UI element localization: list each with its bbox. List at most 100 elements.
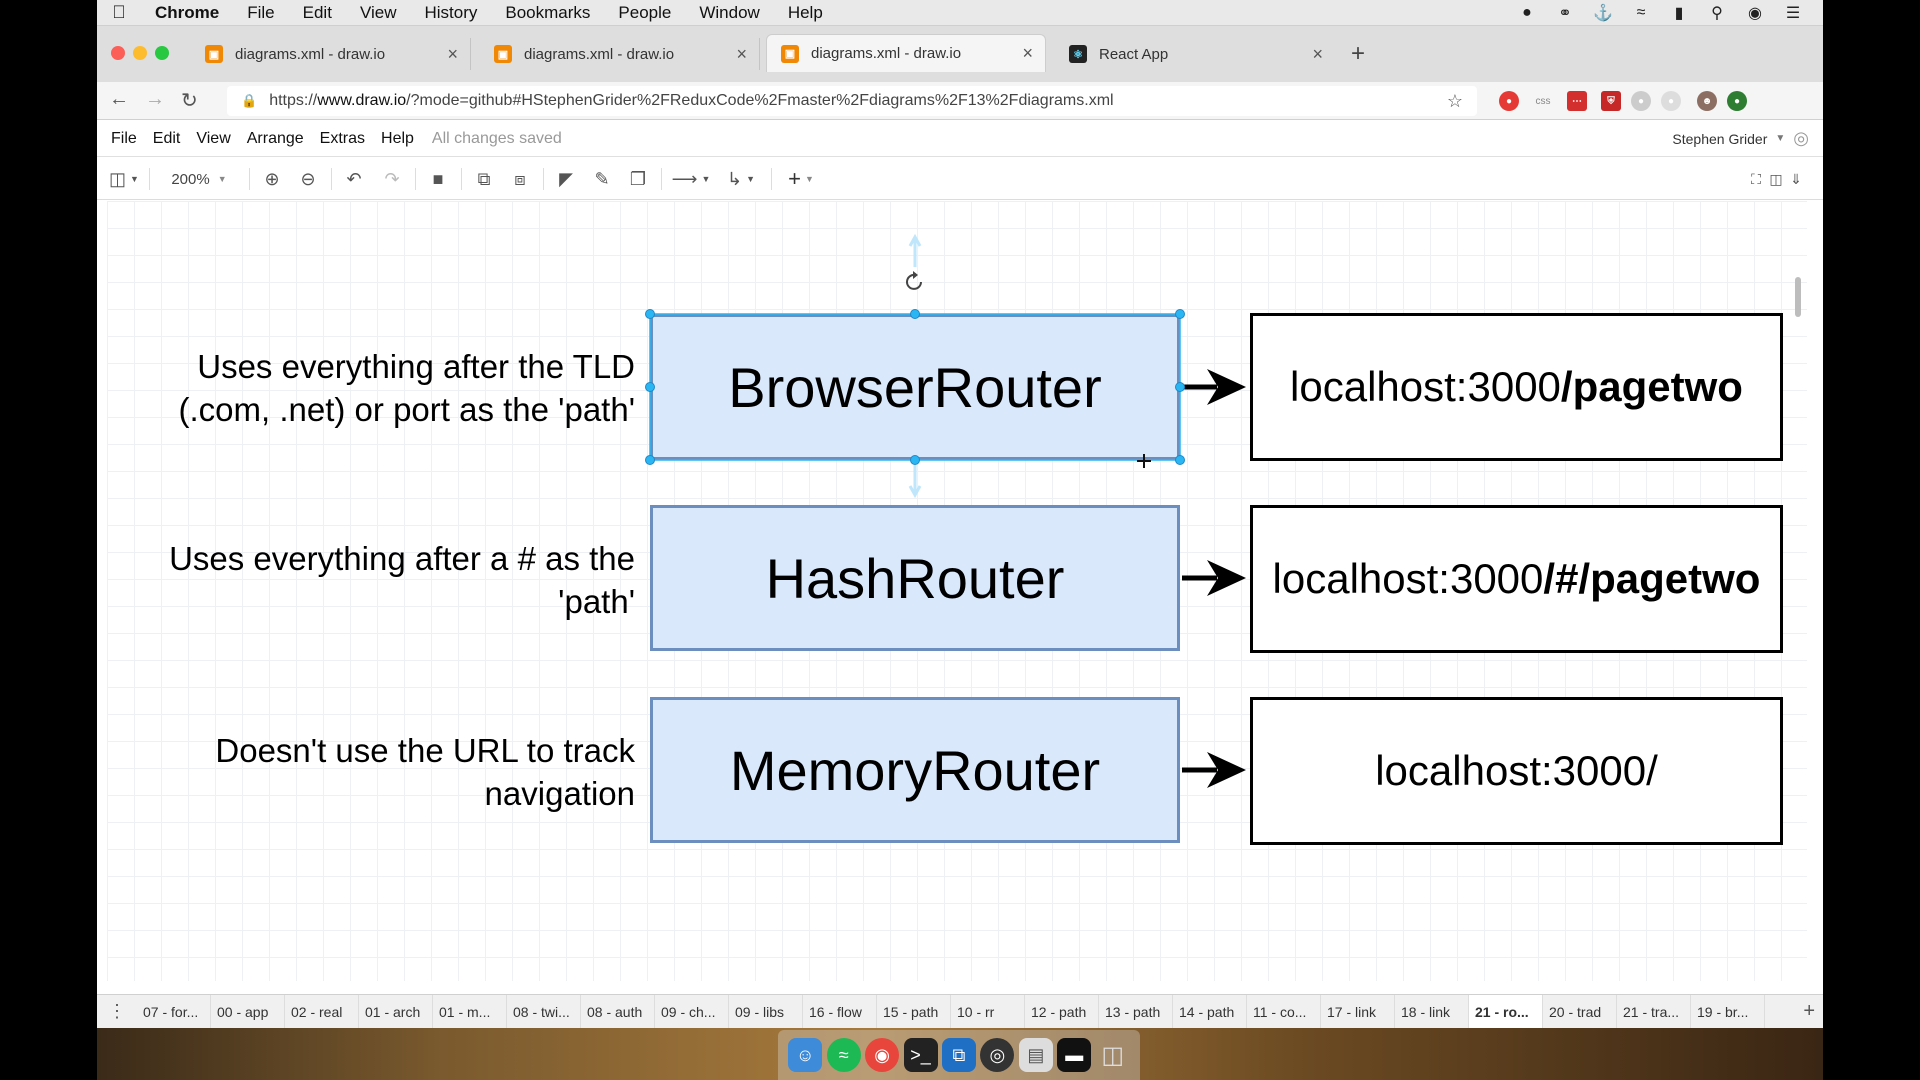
globe-icon[interactable]: ◎ <box>1793 128 1809 148</box>
docker-icon[interactable]: ⚓ <box>1593 5 1613 22</box>
add-page-icon[interactable]: + <box>1803 1000 1815 1022</box>
arrow-memoryrouter[interactable] <box>1182 752 1246 788</box>
resize-handle-s[interactable] <box>910 455 920 465</box>
zoom-out-icon[interactable]: ⊖ <box>300 168 316 189</box>
extension-red-icon[interactable]: ● <box>1499 91 1519 111</box>
memoryrouter-description[interactable]: Doesn't use the URL to track navigation <box>107 729 635 815</box>
delete-icon[interactable]: ■ <box>432 168 444 189</box>
close-tab-icon[interactable]: × <box>1312 43 1323 64</box>
page-tab[interactable]: 00 - app <box>211 994 285 1028</box>
bookmark-star-icon[interactable]: ☆ <box>1446 90 1463 111</box>
page-tab[interactable]: 14 - path <box>1173 994 1247 1028</box>
browserrouter-description[interactable]: Uses everything after the TLD (.com, .ne… <box>107 345 635 431</box>
extension-css-icon[interactable]: css <box>1535 95 1551 107</box>
finder-icon[interactable]: ☺ <box>788 1038 823 1072</box>
new-tab-button[interactable]: + <box>1351 40 1366 67</box>
hashrouter-url-box[interactable]: localhost:3000/#/pagetwo <box>1250 505 1783 653</box>
page-tab[interactable]: 09 - ch... <box>655 994 729 1028</box>
line-color-icon[interactable]: ✎ <box>594 168 610 189</box>
page-tab[interactable]: 21 - tra... <box>1617 994 1691 1028</box>
resize-handle-ne[interactable] <box>1175 309 1185 319</box>
spotify-icon[interactable]: ≈ <box>826 1038 861 1072</box>
menubar-view[interactable]: View <box>359 2 397 22</box>
close-tab-icon[interactable]: × <box>736 43 747 64</box>
battery-icon[interactable]: ▮ <box>1674 5 1684 22</box>
menubar-file[interactable]: File <box>247 2 275 22</box>
fullscreen-icon[interactable]: ⛶ <box>1751 170 1761 187</box>
browser-tab-3-active[interactable]: ▣ diagrams.xml - draw.io × <box>766 34 1046 72</box>
menubar-bookmarks[interactable]: Bookmarks <box>505 2 591 22</box>
connection-style-icon[interactable]: ⟶▼ <box>671 168 711 189</box>
page-tab[interactable]: 01 - m... <box>433 994 507 1028</box>
record-icon[interactable]: ● <box>1522 4 1532 21</box>
hashrouter-box[interactable]: HashRouter <box>650 505 1180 651</box>
zoom-in-icon[interactable]: ⊕ <box>264 168 280 189</box>
hashrouter-description[interactable]: Uses everything after a # as the 'path' <box>107 537 635 623</box>
format-toggle-icon[interactable]: ◫ <box>1769 170 1783 187</box>
page-tab[interactable]: 09 - libs <box>729 994 803 1028</box>
extension-lastpass-icon[interactable]: ⋯ <box>1567 91 1587 111</box>
chevron-down-icon[interactable]: ▼ <box>1775 133 1786 144</box>
page-tab[interactable]: 16 - flow <box>803 994 877 1028</box>
undo-icon[interactable]: ↶ <box>346 168 362 189</box>
glasses-icon[interactable]: ⚭ <box>1558 5 1572 22</box>
close-tab-icon[interactable]: × <box>447 43 458 64</box>
obs-icon[interactable]: ◎ <box>980 1038 1015 1072</box>
page-tab[interactable]: 15 - path <box>877 994 951 1028</box>
trash-icon[interactable]: ◫ <box>1101 1041 1125 1069</box>
resize-handle-w[interactable] <box>645 382 655 392</box>
hover-arrow-down-icon[interactable] <box>908 465 922 499</box>
resize-handle-nw[interactable] <box>645 309 655 319</box>
close-window-button[interactable] <box>111 46 125 60</box>
notification-center-icon[interactable]: ☰ <box>1785 5 1801 22</box>
page-tab[interactable]: 13 - path <box>1099 994 1173 1028</box>
maximize-window-button[interactable] <box>155 46 169 60</box>
vscode-icon[interactable]: ⧉ <box>941 1038 976 1072</box>
siri-icon[interactable]: ◉ <box>1748 5 1762 22</box>
zoom-select[interactable]: 200%▼ <box>171 170 227 188</box>
collapse-chevron-icon[interactable]: ⇓ <box>1790 170 1802 187</box>
vertical-scrollbar[interactable] <box>1795 277 1801 317</box>
drawio-menu-file[interactable]: File <box>111 129 137 147</box>
drawio-menu-edit[interactable]: Edit <box>152 129 181 147</box>
arrow-hashrouter[interactable] <box>1182 560 1246 596</box>
page-tab[interactable]: 19 - br... <box>1691 994 1765 1028</box>
close-tab-icon[interactable]: × <box>1022 43 1033 63</box>
page-tab[interactable]: 20 - trad <box>1543 994 1617 1028</box>
wifi-icon[interactable]: ≈ <box>1636 4 1646 21</box>
page-tab[interactable]: 10 - rr <box>951 994 1025 1028</box>
page-tab[interactable]: 02 - real <box>285 994 359 1028</box>
page-tab[interactable]: 11 - co... <box>1247 994 1321 1028</box>
page-tab[interactable]: 21 - ro... <box>1469 994 1543 1028</box>
page-tab[interactable]: 18 - link <box>1395 994 1469 1028</box>
extension-grey-icon[interactable]: ● <box>1631 91 1651 111</box>
profile-avatar[interactable]: ☻ <box>1697 91 1717 111</box>
hover-arrow-up-icon[interactable] <box>908 233 922 267</box>
apple-icon[interactable]:  <box>97 2 141 23</box>
extension-green-icon[interactable]: ● <box>1727 91 1747 111</box>
minimize-window-button[interactable] <box>133 46 147 60</box>
chrome-icon[interactable]: ◉ <box>865 1038 900 1072</box>
spotlight-search-icon[interactable]: ⚲ <box>1711 5 1723 22</box>
page-tab[interactable]: 12 - path <box>1025 994 1099 1028</box>
browser-tab-4[interactable]: ⚛ React App × <box>1055 38 1335 70</box>
format-panel-icon[interactable]: ◫ ▼ <box>109 168 139 189</box>
forward-arrow-icon[interactable]: → <box>145 88 165 110</box>
page-tab[interactable]: 08 - twi... <box>507 994 581 1028</box>
to-back-icon[interactable]: ⧈ <box>514 168 526 189</box>
menubar-history[interactable]: History <box>424 2 478 22</box>
page-tab[interactable]: 17 - link <box>1321 994 1395 1028</box>
drawio-menu-arrange[interactable]: Arrange <box>246 129 304 147</box>
diagram-canvas[interactable]: Uses everything after the TLD (.com, .ne… <box>107 201 1807 981</box>
extension-light-icon[interactable]: ● <box>1661 91 1681 111</box>
drawio-menu-extras[interactable]: Extras <box>319 129 366 147</box>
address-bar[interactable]: 🔒 https://www.draw.io/?mode=github#HStep… <box>227 86 1477 116</box>
waypoints-icon[interactable]: ↳▼ <box>726 168 755 189</box>
insert-plus-icon[interactable]: +▼ <box>788 166 814 191</box>
fill-color-icon[interactable]: ◤ <box>559 168 573 189</box>
back-arrow-icon[interactable]: ← <box>109 88 129 110</box>
page-tab[interactable]: 01 - arch <box>359 994 433 1028</box>
memoryrouter-url-box[interactable]: localhost:3000/ <box>1250 697 1783 845</box>
to-front-icon[interactable]: ⧉ <box>477 168 491 189</box>
screen-icon[interactable]: ▬ <box>1057 1038 1092 1072</box>
